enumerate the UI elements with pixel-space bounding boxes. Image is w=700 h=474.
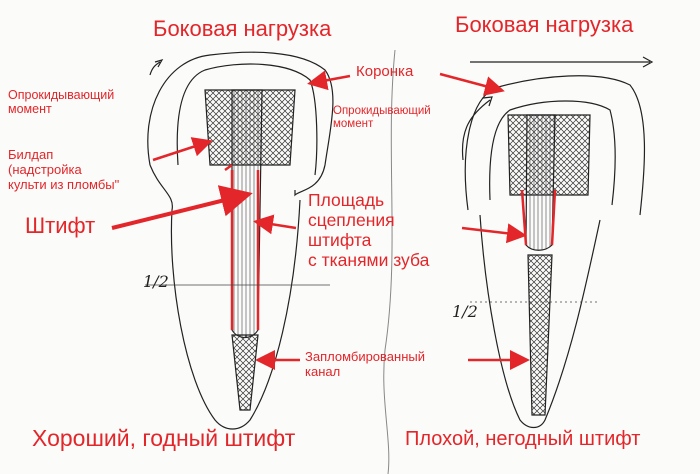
label-line: с тканями зуба <box>308 250 430 271</box>
crown-label: Коронка <box>356 63 414 80</box>
label-line: Опрокидывающий <box>333 105 431 117</box>
label-arrows <box>111 70 530 370</box>
left-lateral-load-label: Боковая нагрузка <box>153 16 332 41</box>
good-post-caption: Хороший, годный штифт <box>32 425 296 451</box>
left-tooth <box>145 51 334 430</box>
label-line: штифта <box>308 230 372 251</box>
filled-canal-label: Запломбированный канал <box>305 349 425 380</box>
right-half-mark: 1/2 <box>452 302 478 321</box>
label-line: Площадь <box>308 190 385 210</box>
label-line: (надстройка <box>8 161 82 177</box>
label-line: момент <box>8 102 52 117</box>
bond-area-label: Площадь сцепления штифта с тканями зуба <box>308 190 429 271</box>
right-tipping-moment-label: Опрокидывающий момент <box>333 105 431 131</box>
label-line: культи из пломбы" <box>8 176 120 192</box>
label-line: канал <box>305 363 341 379</box>
label-line: Опрокидывающий <box>8 88 115 102</box>
divider-line <box>383 49 396 474</box>
left-half-mark: 1/2 <box>143 272 169 291</box>
label-line: сцепления <box>308 210 395 231</box>
right-lateral-load-label: Боковая нагрузка <box>455 12 634 37</box>
label-line: Билдап <box>8 147 54 162</box>
post-label: Штифт <box>25 213 96 238</box>
buildup-label: Билдап (надстройка культи из пломбы" <box>8 147 120 193</box>
label-line: момент <box>333 118 374 131</box>
left-tipping-moment-label: Опрокидывающий момент <box>8 88 114 117</box>
right-tooth <box>461 56 654 429</box>
label-line: Запломбированный <box>305 349 425 364</box>
bad-post-caption: Плохой, негодный штифт <box>405 428 641 450</box>
